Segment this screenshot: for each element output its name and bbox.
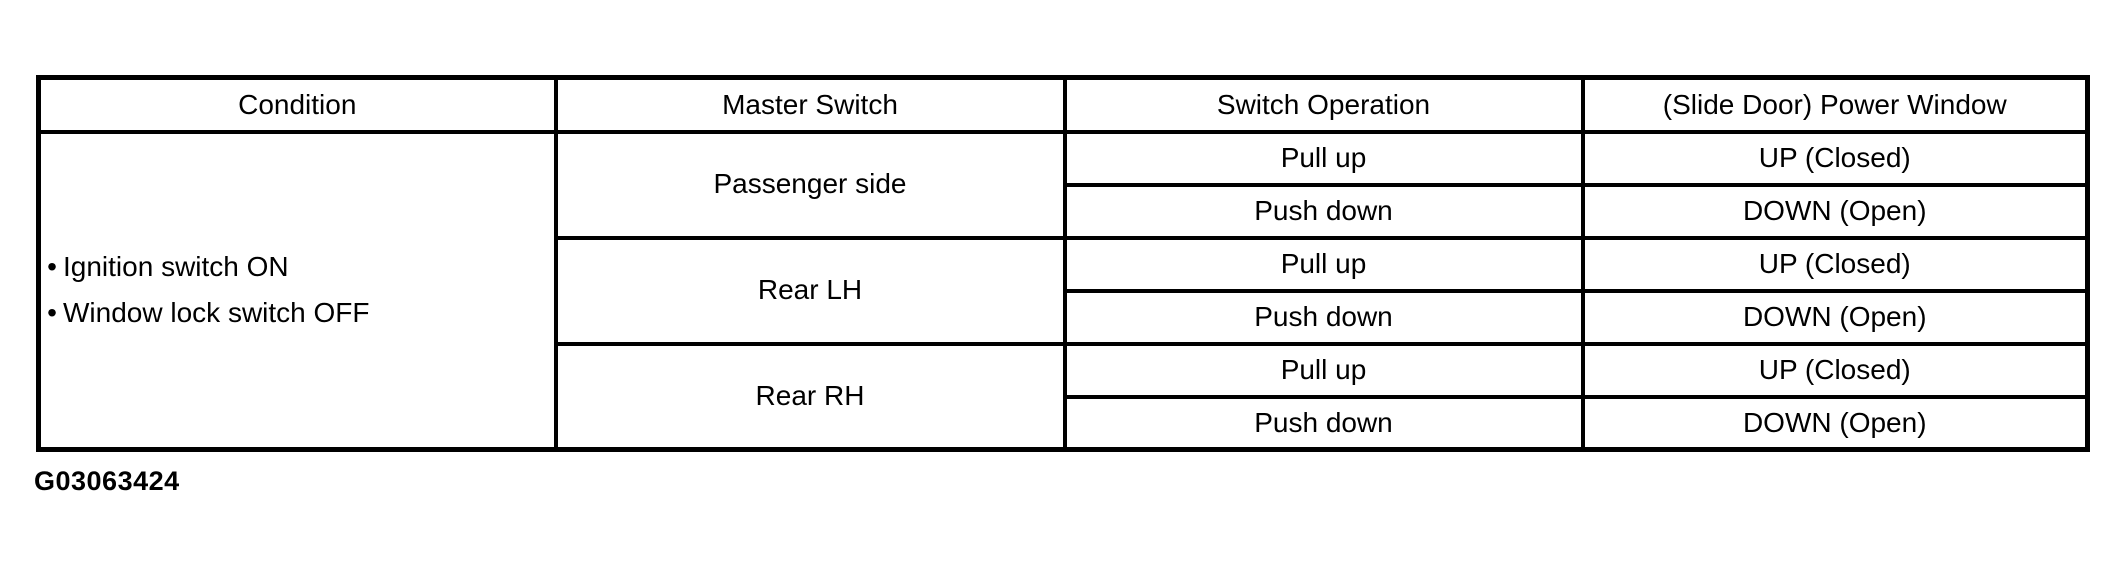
figure-code: G03063424: [34, 466, 180, 496]
master-switch-cell: Rear LH: [553, 235, 1067, 346]
operation-cell: Push down: [1062, 288, 1585, 346]
condition-cell: • Ignition switch ON • Window lock switc…: [36, 129, 558, 452]
bullet-icon: •: [47, 251, 57, 283]
table-header-row: Condition Master Switch Switch Operation…: [36, 75, 2090, 134]
table-row: Push down DOWN (Open): [39, 288, 2090, 346]
condition-text: Ignition switch ON: [63, 251, 289, 283]
result-cell: DOWN (Open): [1580, 182, 2090, 240]
operation-cell: Push down: [1062, 182, 1585, 240]
master-switch-cell: Passenger side: [553, 129, 1067, 240]
table-row: • Ignition switch ON • Window lock switc…: [36, 129, 2090, 452]
result-cell: DOWN (Open): [1580, 288, 2090, 346]
table-row: Rear LH Pull up UP (Closed): [39, 235, 2090, 346]
header-master-switch: Master Switch: [553, 75, 1067, 134]
result-cell: DOWN (Open): [1580, 394, 2090, 452]
operation-cell: Pull up: [1062, 129, 1585, 187]
result-cell: UP (Closed): [1580, 129, 2090, 187]
table-row: Push down DOWN (Open): [39, 394, 2090, 452]
condition-item: • Ignition switch ON: [43, 244, 552, 290]
condition-item: • Window lock switch OFF: [43, 290, 552, 336]
bullet-icon: •: [47, 297, 57, 329]
result-cell: UP (Closed): [1580, 341, 2090, 399]
table-row: Rear RH Pull up UP (Closed): [39, 341, 2090, 452]
table-row: Push down DOWN (Open): [39, 182, 2090, 240]
operation-cell: Pull up: [1062, 341, 1585, 399]
header-condition: Condition: [36, 75, 558, 134]
condition-text: Window lock switch OFF: [63, 297, 370, 329]
header-power-window: (Slide Door) Power Window: [1580, 75, 2090, 134]
master-switch-cell: Rear RH: [553, 341, 1067, 452]
operation-cell: Pull up: [1062, 235, 1585, 293]
power-window-operation-table: Condition Master Switch Switch Operation…: [36, 75, 2090, 452]
result-cell: UP (Closed): [1580, 235, 2090, 293]
operation-cell: Push down: [1062, 394, 1585, 452]
header-switch-operation: Switch Operation: [1062, 75, 1585, 134]
